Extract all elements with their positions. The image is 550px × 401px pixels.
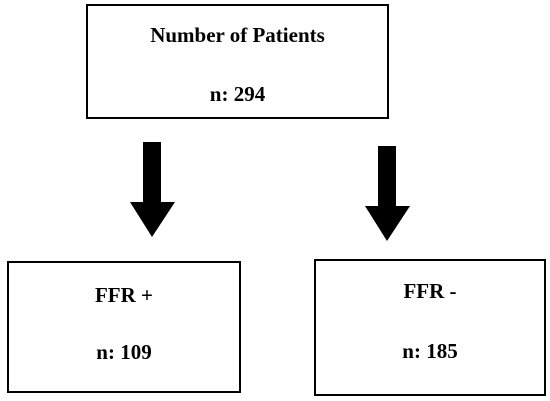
ffr-negative-node-box: FFR - n: 185 xyxy=(314,259,546,396)
arrow-down-icon xyxy=(130,142,175,237)
ffr-positive-node-box: FFR + n: 109 xyxy=(7,261,241,393)
ffr-negative-count: n: 185 xyxy=(402,339,458,363)
ffr-positive-title: FFR + xyxy=(94,283,154,307)
root-node-box: Number of Patients n: 294 xyxy=(86,4,389,119)
root-node-count: n: 294 xyxy=(209,82,266,106)
ffr-negative-title: FFR - xyxy=(403,279,457,303)
ffr-positive-count: n: 109 xyxy=(96,340,152,364)
root-node-title: Number of Patients xyxy=(150,23,325,47)
arrow-down-icon xyxy=(365,146,410,241)
